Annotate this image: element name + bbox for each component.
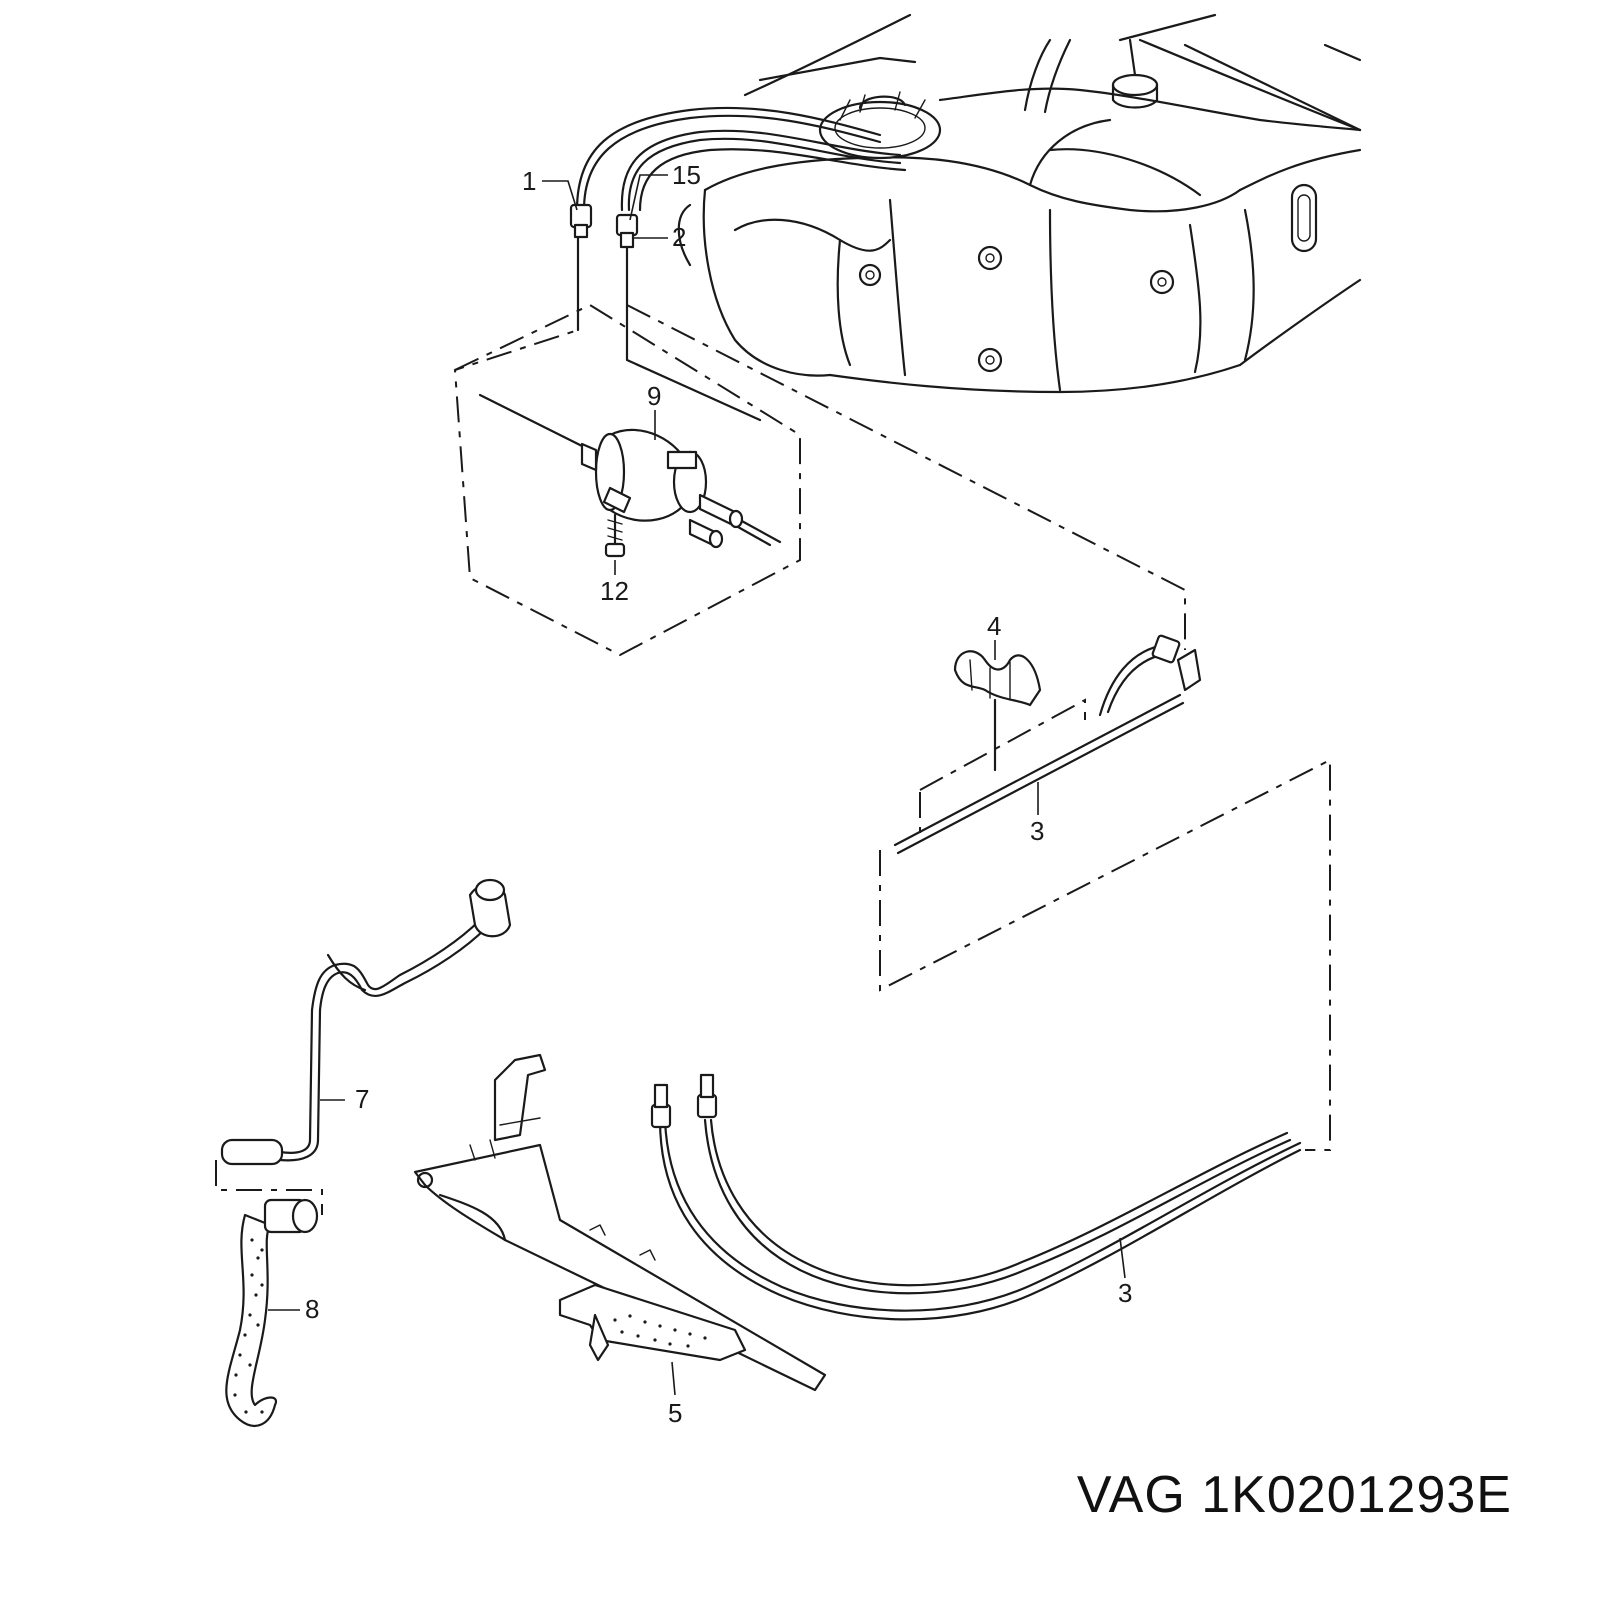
tank-mount-hole	[858, 263, 882, 287]
callout-9: 9	[647, 381, 661, 411]
line-connector	[650, 1083, 672, 1129]
fuel-filter	[580, 428, 744, 549]
callout-5: 5	[668, 1398, 682, 1428]
panel-texture	[613, 1314, 707, 1348]
vent-line	[215, 878, 512, 1215]
brand-label: VAG	[1076, 1466, 1186, 1524]
tank-mount-hole	[977, 245, 1003, 271]
fuel-line-lower	[650, 758, 1331, 1321]
underbody-protection-panel	[413, 1053, 827, 1392]
vent-hose-textured	[225, 1198, 319, 1427]
fuel-tank	[677, 13, 1362, 394]
callout-3-upper: 3	[1030, 816, 1044, 846]
tank-mount-hole	[1149, 269, 1175, 295]
line-connector	[696, 1073, 718, 1119]
leader-lines	[268, 174, 1126, 1396]
fuel-filter-group	[453, 300, 1186, 657]
hose-texture	[233, 1238, 264, 1414]
fuel-line-upper	[893, 634, 1202, 855]
callout-12: 12	[600, 576, 629, 606]
tank-slot	[1290, 183, 1318, 253]
part-number-caption: VAG 1K0201293E	[1077, 1465, 1512, 1525]
pipe-clip	[953, 650, 1042, 772]
part-number-label: 1K0201293E	[1201, 1466, 1512, 1524]
tank-mount-hole	[977, 347, 1003, 373]
callout-15: 15	[672, 160, 701, 190]
callouts: 1 15 2 9 12 4 3 3 7 8 5	[305, 160, 1132, 1428]
callout-3-lower: 3	[1118, 1278, 1132, 1308]
callout-4: 4	[987, 611, 1001, 641]
callout-1: 1	[522, 166, 536, 196]
callout-2: 2	[672, 222, 686, 252]
tank-fuel-lines	[569, 106, 907, 422]
callout-7: 7	[355, 1084, 369, 1114]
filter-screw	[604, 513, 626, 558]
callout-8: 8	[305, 1294, 319, 1324]
